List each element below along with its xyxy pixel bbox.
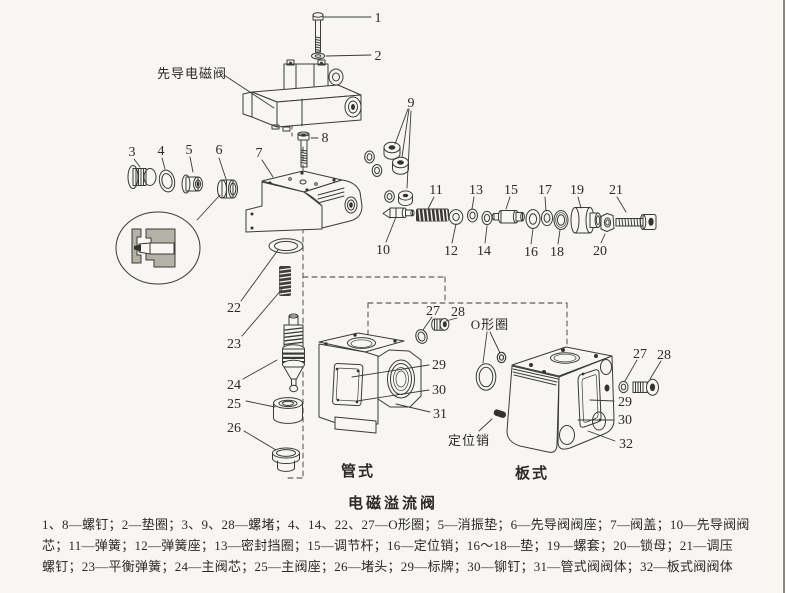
detail-circle (115, 211, 201, 285)
part-main-spool-24 (282, 313, 305, 393)
callout-31: 31 (433, 407, 447, 422)
part-screw-8 (297, 131, 310, 168)
label-o-ring: O形圈 (471, 317, 509, 332)
callout-25: 25 (227, 397, 241, 412)
label-plate-type: 板式 (515, 464, 549, 482)
callout-15: 15 (504, 183, 518, 198)
callout-4: 4 (158, 144, 165, 159)
part-washer-18 (553, 210, 569, 230)
label-locating-pin: 定位销 (448, 433, 490, 448)
part-spring-seat-12 (448, 209, 464, 225)
callout-21: 21 (609, 183, 623, 198)
part-plug-28a (431, 318, 450, 331)
part-o-ring-27a (415, 329, 428, 344)
callout-1: 1 (375, 11, 382, 26)
scan-edge-artifact (783, 0, 785, 593)
callout-29a: 29 (432, 358, 446, 373)
part-plug-28b (632, 378, 659, 396)
legend-line: 芯；11—弹簧；12—弹簧座；13—密封挡圈；15—调节杆；16—定位销；16～… (42, 538, 734, 553)
part-o-ring-large (475, 363, 497, 391)
part-plug-3 (127, 165, 157, 189)
callout-24: 24 (227, 378, 241, 393)
legend-line: 1、8—螺钉；2—垫圈；3、9、28—螺堵；4、14、22、27—O形圈；5—消… (42, 517, 750, 532)
callout-18: 18 (550, 245, 564, 260)
callout-29b: 29 (618, 395, 632, 410)
callout-numbers: 1 2 3 4 5 6 7 8 9 10 11 12 13 14 15 16 1… (129, 11, 672, 452)
leader-lines (133, 16, 662, 451)
callout-20: 20 (593, 244, 607, 259)
parts-legend: 1、8—螺钉；2—垫圈；3、9、28—螺堵；4、14、22、27—O形圈；5—消… (42, 514, 758, 577)
part-washer-27b (618, 380, 629, 394)
callout-16: 16 (524, 245, 538, 260)
callout-22: 22 (227, 301, 241, 316)
part-o-ring-22 (268, 238, 304, 254)
callout-6: 6 (216, 143, 223, 158)
callout-5: 5 (186, 143, 193, 158)
part-seal-ring-13 (467, 208, 478, 223)
callout-23: 23 (227, 337, 241, 352)
callout-2: 2 (375, 49, 382, 64)
label-pilot-solenoid-valve: 先导电磁阀 (157, 66, 227, 81)
annotation-labels: 先导电磁阀 O形圈 定位销 管式 板式 (157, 66, 549, 482)
callout-10: 10 (376, 243, 390, 258)
callout-27b: 27 (633, 347, 647, 362)
callout-30a: 30 (432, 383, 446, 398)
part-seat-6 (217, 179, 238, 199)
part-spring-23 (279, 266, 292, 296)
label-pipe-type: 管式 (341, 462, 375, 480)
callout-32: 32 (619, 437, 633, 452)
part-washer-16 (525, 209, 541, 229)
callout-30b: 30 (618, 413, 632, 428)
part-lock-nut-20 (600, 213, 615, 232)
part-adjust-rod-15 (491, 210, 525, 224)
part-spring-11 (416, 208, 449, 222)
part-main-seat-25 (273, 397, 303, 424)
callout-28a: 28 (451, 305, 465, 320)
callout-7: 7 (256, 146, 263, 161)
part-plug-5 (181, 174, 203, 194)
callout-11: 11 (429, 183, 442, 198)
figure-title: 电磁溢流阀 (347, 496, 438, 512)
part-washer-2 (311, 52, 325, 60)
callout-13: 13 (469, 183, 483, 198)
part-screw-sleeve-19 (570, 207, 602, 234)
part-plug-26 (272, 447, 300, 472)
part-o-ring-4 (158, 169, 176, 193)
part-plate-valve-body-32 (506, 346, 615, 453)
part-o-ring-14 (481, 210, 493, 226)
callout-14: 14 (477, 244, 491, 259)
part-adjust-screw-21 (615, 214, 657, 230)
callout-27a: 27 (426, 304, 440, 319)
callout-3: 3 (129, 145, 136, 160)
part-pilot-spool-10 (382, 207, 415, 219)
part-plugs-9 (364, 141, 413, 207)
callout-8: 8 (322, 131, 329, 146)
part-locating-pin (493, 409, 507, 418)
callout-9: 9 (408, 96, 415, 111)
callout-19: 19 (570, 183, 584, 198)
part-valve-cover-7 (245, 170, 363, 233)
pilot-solenoid-valve-drawing (242, 59, 362, 132)
part-screw-1 (312, 12, 324, 53)
callout-26: 26 (227, 421, 241, 436)
legend-line: 螺钉；23—平衡弹簧；24—主阀芯；25—主阀座；26—堵头；29—标牌；30—… (42, 559, 734, 574)
callout-28b: 28 (657, 348, 671, 363)
part-o-ring-small (496, 351, 507, 364)
part-washer-17 (540, 209, 554, 227)
part-pipe-valve-body-31 (318, 332, 422, 434)
callout-12: 12 (444, 244, 458, 259)
callout-17: 17 (538, 183, 552, 198)
